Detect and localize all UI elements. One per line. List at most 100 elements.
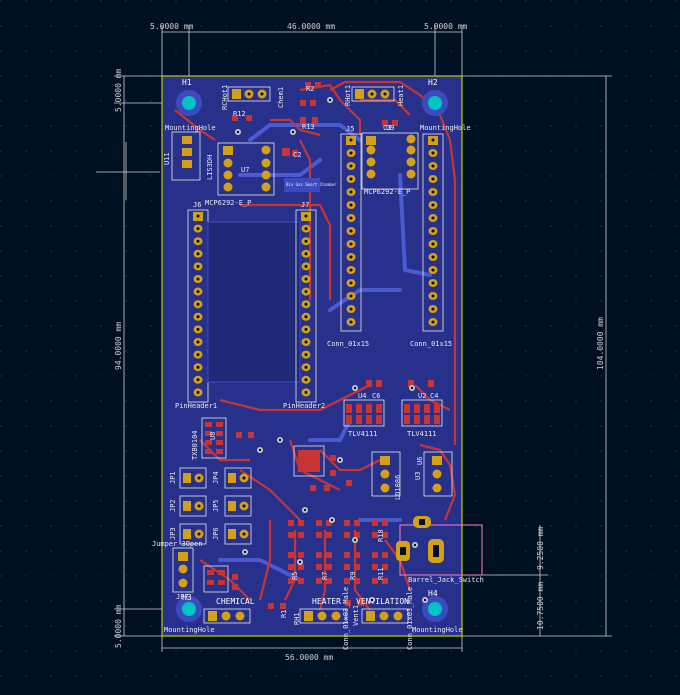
label-j7: J7 xyxy=(301,201,309,209)
bottom-smd xyxy=(268,600,364,609)
label-logo: Bio Gas Smart Chamber xyxy=(286,182,337,187)
label-jp2: JP2 xyxy=(169,499,177,512)
label-c3: C3 xyxy=(383,124,391,132)
label-conn15-2: Conn_01x15 xyxy=(410,340,452,348)
label-r12: R12 xyxy=(233,110,246,118)
label-mh1: MountingHole xyxy=(165,124,216,132)
label-r9: R9 xyxy=(349,572,357,580)
label-heater: HEATER xyxy=(312,597,341,606)
u2-tlv4111 xyxy=(401,380,443,427)
label-jumper: Jumper_3Open xyxy=(152,540,203,548)
label-jp5: JP5 xyxy=(212,499,220,512)
u3-regulator xyxy=(371,451,401,497)
label-vent1: Vent1 xyxy=(352,605,360,626)
label-mh3: MountingHole xyxy=(164,626,215,634)
smd-parts-top xyxy=(232,82,398,156)
label-conn15-1: Conn_01x15 xyxy=(327,340,369,348)
j6-pinheader xyxy=(187,209,301,403)
label-tlv2: TLV4111 xyxy=(407,430,437,438)
heater-connector xyxy=(299,608,347,624)
j7-pins xyxy=(301,212,311,397)
dim-top-left: 5.0000 mm xyxy=(150,22,194,31)
label-u9: U9 xyxy=(386,124,394,132)
ventilation-connector xyxy=(361,608,409,624)
small-chip-bottom-left xyxy=(203,565,238,593)
label-j6: J6 xyxy=(193,201,201,209)
dim-top-right: 5.0000 mm xyxy=(424,22,468,31)
label-c4: C4 xyxy=(430,392,438,400)
label-mh4: MountingHole xyxy=(412,626,463,634)
label-mcp2: MCP6292-E_P xyxy=(364,188,410,196)
label-h3: H3 xyxy=(182,593,192,602)
label-jp4: JP4 xyxy=(212,471,220,484)
label-pinheader1: PinHeader1 xyxy=(175,402,217,410)
label-lis: LIS3DH xyxy=(206,155,214,180)
back-copper-traces xyxy=(218,123,432,582)
label-u11: U11 xyxy=(163,152,171,165)
label-mcp1: MCP6292-E_P xyxy=(205,199,251,207)
label-r13: R13 xyxy=(302,123,315,131)
label-r5: R5 xyxy=(291,572,299,580)
label-pinheader2: PinHeader2 xyxy=(283,402,325,410)
label-h2: H2 xyxy=(428,78,438,87)
label-rchot1: RCHot1 xyxy=(221,85,229,110)
label-h1: H1 xyxy=(182,78,192,87)
rchot1-connector xyxy=(227,86,271,102)
dim-right-a: 9.2500 mm xyxy=(536,526,545,570)
label-r1: R1 xyxy=(280,610,288,618)
dim-left-bottom: 5.0000 mm xyxy=(114,604,123,648)
label-c2: C2 xyxy=(293,151,301,159)
j5-header xyxy=(340,133,362,332)
label-u8: U8 xyxy=(209,432,217,440)
label-conn3-2: Conn_01x03_Male xyxy=(406,587,414,650)
u7-chip xyxy=(217,142,275,196)
label-r11: R11 xyxy=(377,567,385,580)
u6-regulator xyxy=(423,451,453,497)
label-r2: R2 xyxy=(306,85,314,93)
resistor-bank xyxy=(288,520,388,584)
label-ld: LD1086 xyxy=(394,475,402,500)
u10-chip xyxy=(361,132,419,190)
label-u6: U6 xyxy=(416,457,424,465)
u8-txb0104 xyxy=(201,417,254,459)
label-r7: R7 xyxy=(321,572,329,580)
dim-top-mid: 46.0000 mm xyxy=(287,22,335,31)
label-heat1: Heat1 xyxy=(397,85,405,106)
label-jp1: JP1 xyxy=(169,471,177,484)
rhot1-connector xyxy=(351,86,395,102)
j7-pinheader xyxy=(295,209,317,403)
dim-left-mid: 94.0000 mm xyxy=(114,322,123,370)
j6-pins xyxy=(193,212,203,397)
jp7-header xyxy=(172,547,194,593)
label-r10: R10 xyxy=(377,529,385,542)
label-u3: U3 xyxy=(414,472,422,480)
chemical-connector xyxy=(203,608,251,624)
u4-tlv4111 xyxy=(343,380,385,427)
power-ic xyxy=(293,445,352,491)
label-jp6: JP6 xyxy=(212,527,220,540)
vias xyxy=(235,97,428,603)
label-jp7: JP7 xyxy=(176,593,189,601)
u11-header xyxy=(171,131,201,181)
label-ventilation: VENTILATION xyxy=(356,597,409,606)
label-barrel: Barrel_Jack_Switch xyxy=(408,576,484,584)
board-logo xyxy=(284,178,320,192)
label-c6: C6 xyxy=(372,392,380,400)
dim-left-top: 5.0000 mm xyxy=(114,68,123,112)
label-tlv1: TLV4111 xyxy=(348,430,378,438)
label-rhot1: RHot1 xyxy=(344,85,352,106)
mounting-holes xyxy=(176,90,448,622)
label-u7: U7 xyxy=(241,166,249,174)
dim-bottom: 56.0000 mm xyxy=(285,653,333,662)
label-h4: H4 xyxy=(428,589,438,598)
label-chemical: CHEMICAL xyxy=(216,597,255,606)
dim-right-total: 104.0000 mm xyxy=(596,317,605,370)
label-conn3-1: Conn_01x03_Male xyxy=(342,587,350,650)
label-u4: U4 xyxy=(358,392,366,400)
barrel-jack xyxy=(396,516,483,576)
j-right-header xyxy=(422,133,444,332)
label-txb: TXB0104 xyxy=(191,430,199,460)
label-chem1: Chem1 xyxy=(277,87,285,108)
label-u2: U2 xyxy=(418,392,426,400)
